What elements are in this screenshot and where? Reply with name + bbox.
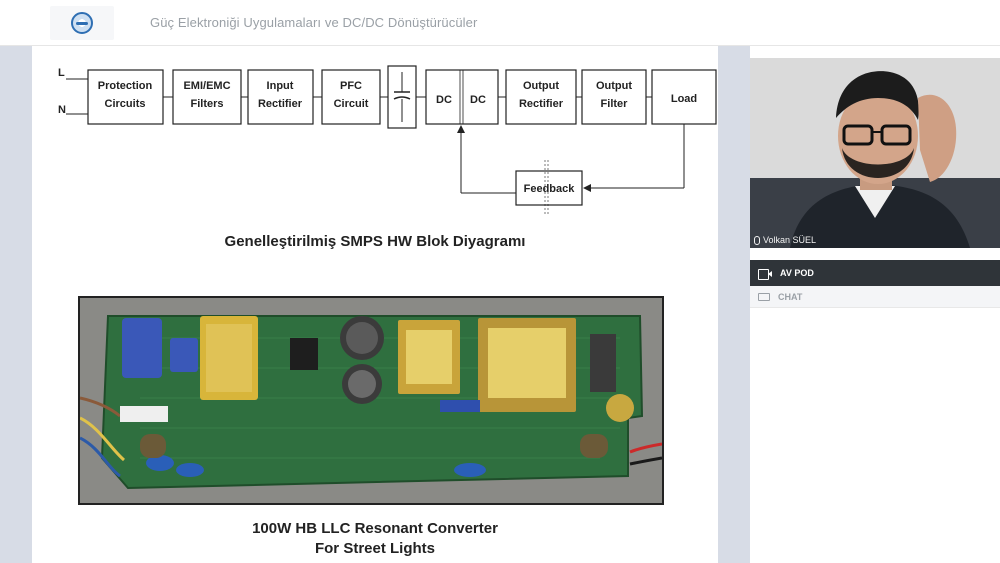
- photo-caption-line2: For Street Lights: [314, 540, 435, 557]
- line-l-label: L: [58, 67, 65, 79]
- top-header: Güç Elektroniği Uygulamaları ve DC/DC Dö…: [0, 0, 1000, 46]
- logo-emblem-icon: [71, 12, 93, 34]
- presentation-stage: L N Protection Circuits EMI/EMC Filters …: [0, 46, 750, 563]
- svg-text:Filter: Filter: [601, 98, 629, 110]
- block-input-rectifier: Input Rectifier: [247, 69, 314, 125]
- chat-header[interactable]: CHAT: [750, 286, 1000, 308]
- block-emi-filters: EMI/EMC Filters: [172, 69, 242, 125]
- presenter-name: Volkan SÜEL: [763, 235, 817, 245]
- svg-text:Feedback: Feedback: [524, 183, 576, 195]
- av-pod-label: AV POD: [780, 268, 814, 278]
- svg-text:PFC: PFC: [340, 80, 362, 92]
- svg-text:Output: Output: [596, 80, 632, 92]
- chat-panel: [750, 308, 1000, 563]
- svg-text:Rectifier: Rectifier: [519, 98, 564, 110]
- av-pod-header[interactable]: AV POD: [750, 260, 1000, 286]
- svg-text:Load: Load: [671, 93, 697, 105]
- svg-text:Circuits: Circuits: [105, 98, 146, 110]
- photo-caption: 100W HB LLC Resonant Converter For Stree…: [32, 519, 718, 559]
- app-title: Güç Elektroniği Uygulamaları ve DC/DC Dö…: [150, 15, 478, 30]
- svg-text:EMI/EMC: EMI/EMC: [183, 80, 230, 92]
- app-logo: [50, 6, 114, 40]
- chat-label: CHAT: [778, 291, 803, 302]
- presenter-name-label: Volkan SÜEL: [754, 235, 816, 245]
- diagram-caption: Genelleştirilmiş SMPS HW Blok Diyagramı: [224, 233, 526, 250]
- chat-icon: [758, 292, 770, 301]
- svg-text:DC: DC: [470, 94, 486, 106]
- bulk-capacitor-symbol: [387, 65, 417, 129]
- camera-icon: [758, 268, 772, 280]
- smps-block-diagram: L N Protection Circuits EMI/EMC Filters …: [58, 65, 717, 216]
- block-dc-dc: DC DC: [425, 69, 499, 125]
- block-output-filter: Output Filter: [581, 69, 647, 125]
- block-feedback: Feedback: [515, 160, 583, 216]
- pcb-photo: [78, 296, 664, 505]
- block-pfc-circuit: PFC Circuit: [321, 69, 381, 125]
- svg-text:DC: DC: [436, 94, 452, 106]
- slide: L N Protection Circuits EMI/EMC Filters …: [32, 46, 718, 563]
- presenter-video[interactable]: Volkan SÜEL: [750, 58, 1000, 248]
- block-output-rectifier: Output Rectifier: [505, 69, 577, 125]
- presenter-video-frame: [750, 58, 1000, 248]
- svg-text:Input: Input: [267, 80, 294, 92]
- svg-text:Filters: Filters: [190, 98, 223, 110]
- block-protection: Protection Circuits: [87, 69, 164, 125]
- svg-text:Protection: Protection: [98, 80, 153, 92]
- svg-text:Circuit: Circuit: [334, 98, 369, 110]
- line-n-label: N: [58, 104, 66, 116]
- block-load: Load: [651, 69, 717, 125]
- microphone-icon: [754, 235, 760, 245]
- right-sidebar: Volkan SÜEL AV POD CHAT: [750, 46, 1000, 563]
- svg-text:Output: Output: [523, 80, 559, 92]
- photo-caption-line1: 100W HB LLC Resonant Converter: [252, 520, 498, 537]
- svg-text:Rectifier: Rectifier: [258, 98, 303, 110]
